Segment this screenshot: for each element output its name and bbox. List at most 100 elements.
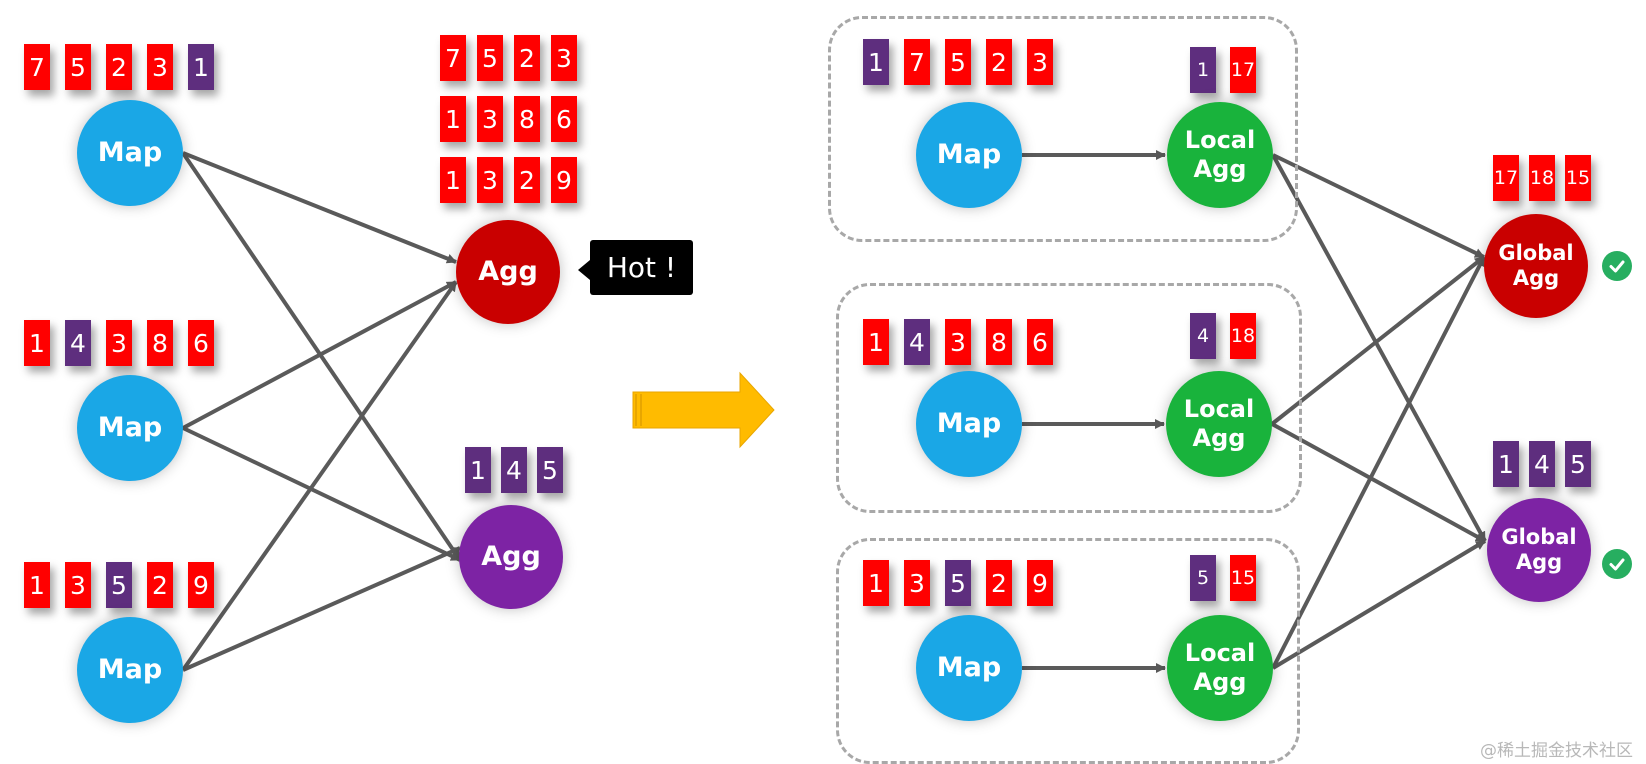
hot-agg-record-cell: 1: [440, 96, 466, 142]
local-to-global-agg-arrow: [1271, 539, 1487, 670]
global-agg-node: Global Agg: [1487, 498, 1591, 602]
hot-agg-record-cell: 3: [477, 96, 503, 142]
map-node-label: Map: [97, 653, 163, 685]
local-to-global-agg-arrow: [1271, 154, 1487, 542]
hot-agg-node-label: Agg: [478, 255, 538, 287]
hot-agg-record-cell: 5: [477, 35, 503, 81]
map-record-cell: 3: [945, 319, 971, 365]
map-record-cell: 7: [24, 44, 50, 90]
local-to-global-agg-arrow: [1271, 256, 1486, 669]
map-record-cell: 2: [106, 44, 132, 90]
global-agg-node: Global Agg: [1484, 214, 1588, 318]
cold-agg-record-cell: 5: [537, 447, 563, 493]
map-record-cell: 6: [1027, 319, 1053, 365]
map-node-label: Map: [936, 407, 1002, 439]
hot-agg-record-cell: 7: [440, 35, 466, 81]
map-record-cell: 5: [945, 560, 971, 606]
global-agg-record-cell: 4: [1529, 441, 1555, 487]
map-record-cell: 5: [65, 44, 91, 90]
local-agg-group: [836, 283, 1302, 513]
cold-agg-record-cell: 1: [465, 447, 491, 493]
map-node: Map: [916, 615, 1022, 721]
watermark: @稀土掘金技术社区: [1480, 741, 1633, 761]
checkmark-icon: [1602, 549, 1632, 579]
map-record-cell: 3: [904, 560, 930, 606]
map-to-hot-agg-arrow: [181, 280, 458, 672]
map-to-cold-agg-arrow: [182, 426, 461, 562]
map-node-label: Map: [936, 138, 1002, 170]
map-node: Map: [77, 617, 183, 723]
local-agg-record-cell: 4: [1190, 313, 1216, 359]
local-agg-node: Local Agg: [1167, 615, 1273, 721]
map-record-cell: 4: [904, 319, 930, 365]
checkmark-icon: [1602, 251, 1632, 281]
hot-agg-record-cell: 3: [477, 157, 503, 203]
local-agg-record-cell: 17: [1230, 47, 1256, 93]
global-agg-node-label: Global Agg: [1498, 240, 1574, 290]
map-record-cell: 5: [945, 39, 971, 85]
map-node-label: Map: [936, 651, 1002, 683]
hot-agg-record-cell: 8: [514, 96, 540, 142]
local-agg-record-cell: 15: [1230, 555, 1256, 601]
hot-agg-node: Agg: [456, 220, 560, 324]
hot-agg-record-cell: 2: [514, 157, 540, 203]
map-record-cell: 2: [986, 560, 1012, 606]
hot-agg-record-cell: 2: [514, 35, 540, 81]
local-agg-group: [828, 16, 1298, 242]
local-agg-node: Local Agg: [1167, 102, 1273, 208]
map-record-cell: 2: [986, 39, 1012, 85]
map-record-cell: 3: [65, 562, 91, 608]
map-record-cell: 2: [147, 562, 173, 608]
map-record-cell: 1: [863, 560, 889, 606]
local-agg-record-cell: 5: [1190, 555, 1216, 601]
map-record-cell: 1: [863, 319, 889, 365]
cold-agg-node: Agg: [459, 505, 563, 609]
global-agg-record-cell: 1: [1493, 441, 1519, 487]
map-to-cold-agg-arrow: [181, 151, 462, 562]
map-record-cell: 5: [106, 562, 132, 608]
map-to-hot-agg-arrow: [182, 280, 457, 430]
local-agg-group: [836, 538, 1300, 764]
local-to-global-agg-arrow: [1270, 255, 1486, 426]
cold-agg-node-label: Agg: [481, 540, 541, 572]
map-record-cell: 3: [1027, 39, 1053, 85]
map-record-cell: 1: [863, 39, 889, 85]
map-record-cell: 3: [147, 44, 173, 90]
global-agg-record-cell: 17: [1493, 155, 1519, 201]
hot-agg-record-cell: 3: [551, 35, 577, 81]
map-record-cell: 6: [188, 320, 214, 366]
map-record-cell: 1: [24, 562, 50, 608]
hot-callout: Hot !: [578, 240, 693, 295]
hot-agg-record-cell: 6: [551, 96, 577, 142]
map-record-cell: 3: [106, 320, 132, 366]
local-to-global-agg-arrow: [1272, 153, 1485, 259]
local-agg-node-label: Local Agg: [1183, 395, 1255, 452]
map-to-hot-agg-arrow: [182, 151, 457, 264]
global-agg-node-label: Global Agg: [1501, 524, 1577, 574]
local-agg-node-label: Local Agg: [1184, 639, 1256, 696]
map-node-label: Map: [97, 411, 163, 443]
map-record-cell: 9: [188, 562, 214, 608]
hot-agg-record-cell: 9: [551, 157, 577, 203]
local-agg-record-cell: 18: [1230, 313, 1256, 359]
local-agg-node-label: Local Agg: [1184, 126, 1256, 183]
hot-agg-record-cell: 1: [440, 157, 466, 203]
cold-agg-record-cell: 4: [501, 447, 527, 493]
local-agg-record-cell: 1: [1190, 47, 1216, 93]
map-record-cell: 4: [65, 320, 91, 366]
map-record-cell: 7: [904, 39, 930, 85]
map-record-cell: 1: [188, 44, 214, 90]
map-node: Map: [916, 102, 1022, 208]
transition-arrow: [632, 371, 775, 449]
map-node: Map: [77, 375, 183, 481]
local-agg-node: Local Agg: [1166, 371, 1272, 477]
map-node-label: Map: [97, 136, 163, 168]
global-agg-record-cell: 15: [1565, 155, 1591, 201]
map-record-cell: 8: [986, 319, 1012, 365]
map-to-cold-agg-arrow: [182, 546, 461, 672]
global-agg-record-cell: 18: [1529, 155, 1555, 201]
local-to-global-agg-arrow: [1271, 422, 1486, 543]
map-node: Map: [916, 371, 1022, 477]
